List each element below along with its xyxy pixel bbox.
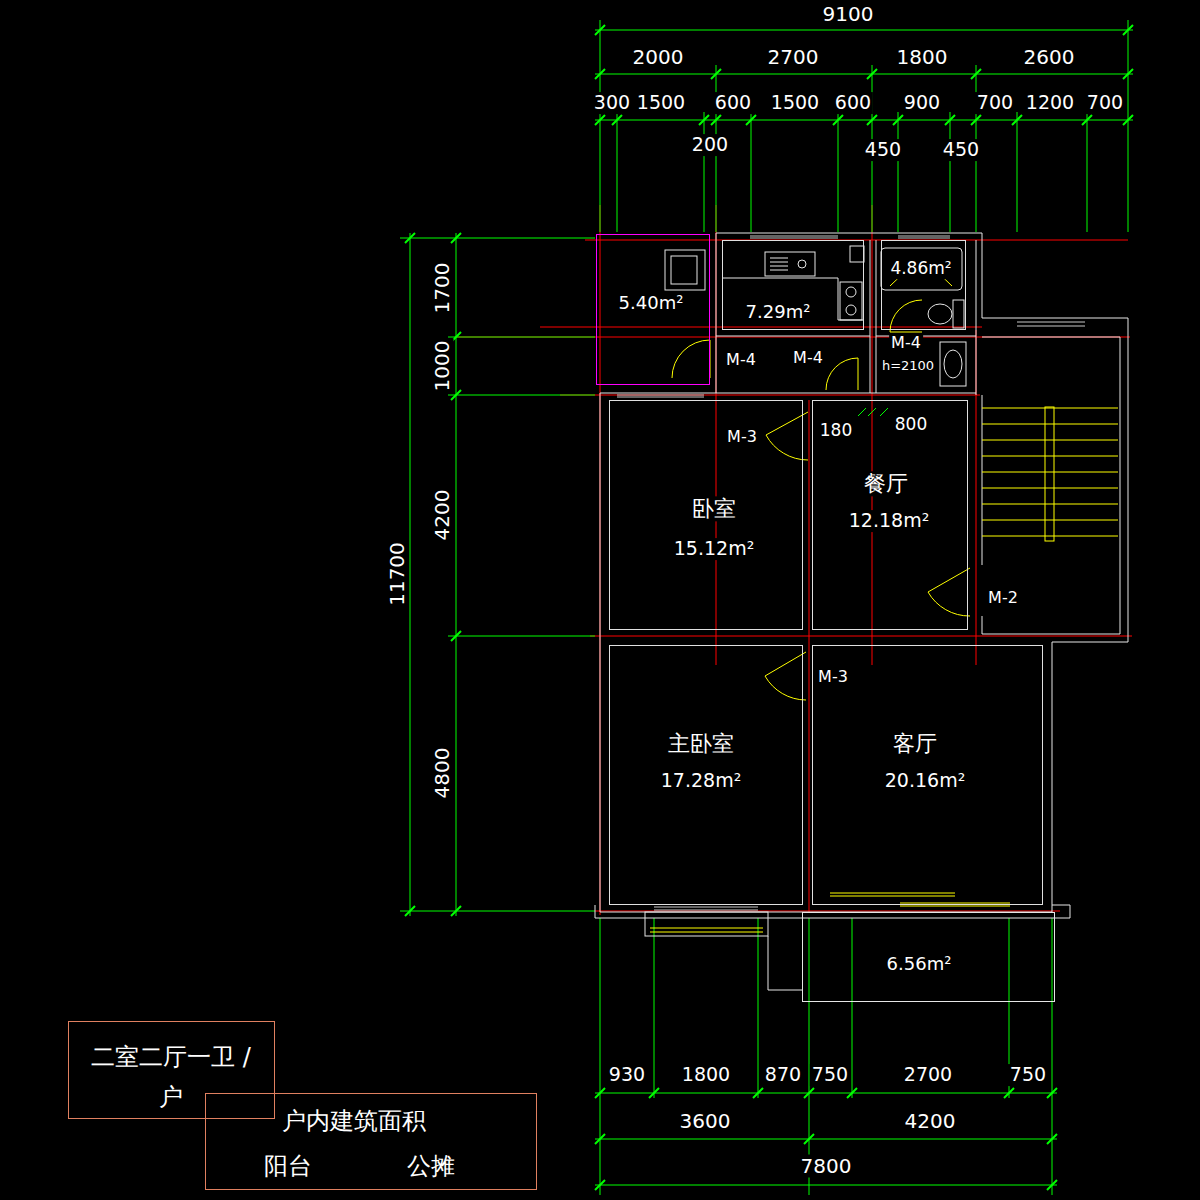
room-box: 户内建筑面积阳台 公摊 <box>205 1093 537 1190</box>
dimension-text: 200 <box>690 134 730 156</box>
door-label: M-3 <box>816 668 850 686</box>
dimension-text: 300 <box>592 92 632 114</box>
balcony-rail <box>650 928 763 932</box>
dimension-text: 9100 <box>821 3 876 26</box>
dimension-text: 450 <box>863 139 903 161</box>
room-text: 餐厅 <box>862 471 910 496</box>
dimension-text: 800 <box>893 415 929 435</box>
room-text: 二室二厅一卫 /户 <box>86 1037 256 1117</box>
dimension-text: 2600 <box>1022 46 1077 69</box>
door-note: h=2100 <box>880 359 936 374</box>
stair-tread <box>982 408 1118 536</box>
room-text: 阳台 <box>264 1153 312 1181</box>
wash-basin <box>940 342 966 386</box>
stove <box>840 282 862 320</box>
balcony-wall <box>768 936 802 990</box>
toilet-tank <box>953 300 964 328</box>
door-label: M-2 <box>986 589 1020 607</box>
washing-machine <box>665 250 705 290</box>
dimension-text: 4800 <box>431 746 454 801</box>
room-text: 6.56m² <box>885 954 954 975</box>
dimension-text: 3600 <box>678 1110 733 1133</box>
dimension-text: 750 <box>810 1064 850 1086</box>
door-label: M-4 <box>791 349 825 367</box>
dimension-text: 1000 <box>431 339 454 394</box>
dimension-text: 180 <box>818 421 854 441</box>
dimension-text: 1800 <box>680 1064 732 1086</box>
balcony-small <box>645 912 768 936</box>
window-line <box>617 236 1085 910</box>
room-text: 5.40m² <box>617 293 686 314</box>
room-text: 20.16m² <box>883 770 968 792</box>
dimension-text: 450 <box>941 139 981 161</box>
dimension-text: 1500 <box>769 92 821 114</box>
fridge <box>850 246 864 262</box>
washing-machine-door <box>671 256 697 284</box>
room-text: 主卧室 <box>666 731 736 756</box>
dimension-text: 2000 <box>631 46 686 69</box>
dimension-text: 1200 <box>1024 92 1076 114</box>
dimension-text: 750 <box>1008 1064 1048 1086</box>
dimension-text: 930 <box>607 1064 647 1086</box>
dimension-text: 600 <box>713 92 753 114</box>
door-label: M-4 <box>724 351 758 369</box>
stair-handrail <box>1045 407 1054 541</box>
room-box: 7.29m² <box>722 240 864 330</box>
room-text: 7.29m² <box>744 302 813 323</box>
axis-line <box>455 205 1132 915</box>
room-box: 二室二厅一卫 /户 <box>68 1021 275 1119</box>
dimension-text: 870 <box>763 1064 803 1086</box>
dimension-text: 2700 <box>902 1064 954 1086</box>
dimension-text: 900 <box>902 92 942 114</box>
kitchen-sink <box>765 252 815 276</box>
room-text: 17.28m² <box>659 770 744 792</box>
room-box: 5.40m² <box>596 234 710 385</box>
room-text: 卧室 <box>690 496 738 521</box>
room-text: 4.86m² <box>888 259 953 279</box>
room-box: 4.86m² <box>881 240 966 330</box>
dimension-text: 2700 <box>766 46 821 69</box>
stove-burner <box>846 305 856 315</box>
dimension-tick <box>405 25 1133 1190</box>
room-text: 客厅 <box>891 731 939 756</box>
room-text: 公摊 <box>407 1153 455 1181</box>
door-label: M-3 <box>725 428 759 446</box>
room-text: 户内建筑面积 <box>282 1108 426 1136</box>
room-box: 卧室 15.12m² <box>609 400 803 630</box>
sink-basin <box>798 260 806 268</box>
room-text: 15.12m² <box>672 538 757 560</box>
dimension-text: 4200 <box>903 1110 958 1133</box>
dimension-text: 700 <box>975 92 1015 114</box>
room-text: 12.18m² <box>847 510 932 532</box>
dimension-text: 1500 <box>635 92 687 114</box>
wash-basin-bowl <box>944 350 962 378</box>
door-label: M-4 <box>889 334 923 352</box>
stove-burner <box>846 287 856 297</box>
dimension-text: 1800 <box>895 46 950 69</box>
dimension-text: 7800 <box>799 1155 854 1178</box>
room-box: 6.56m² <box>802 912 1055 1002</box>
room-box: 主卧室 17.28m² <box>609 645 803 905</box>
dimension-text: 4200 <box>431 488 454 543</box>
dimension-text: 1700 <box>431 261 454 316</box>
bathtub <box>881 248 962 290</box>
dimension-text: 11700 <box>386 540 409 608</box>
toilet-bowl <box>928 304 952 324</box>
door-swing <box>672 300 970 700</box>
dimension-text: 600 <box>833 92 873 114</box>
dimension-line <box>400 20 1133 1195</box>
dimension-text: 700 <box>1085 92 1125 114</box>
sink-drainboard <box>770 258 788 270</box>
wall-line <box>595 233 1128 918</box>
